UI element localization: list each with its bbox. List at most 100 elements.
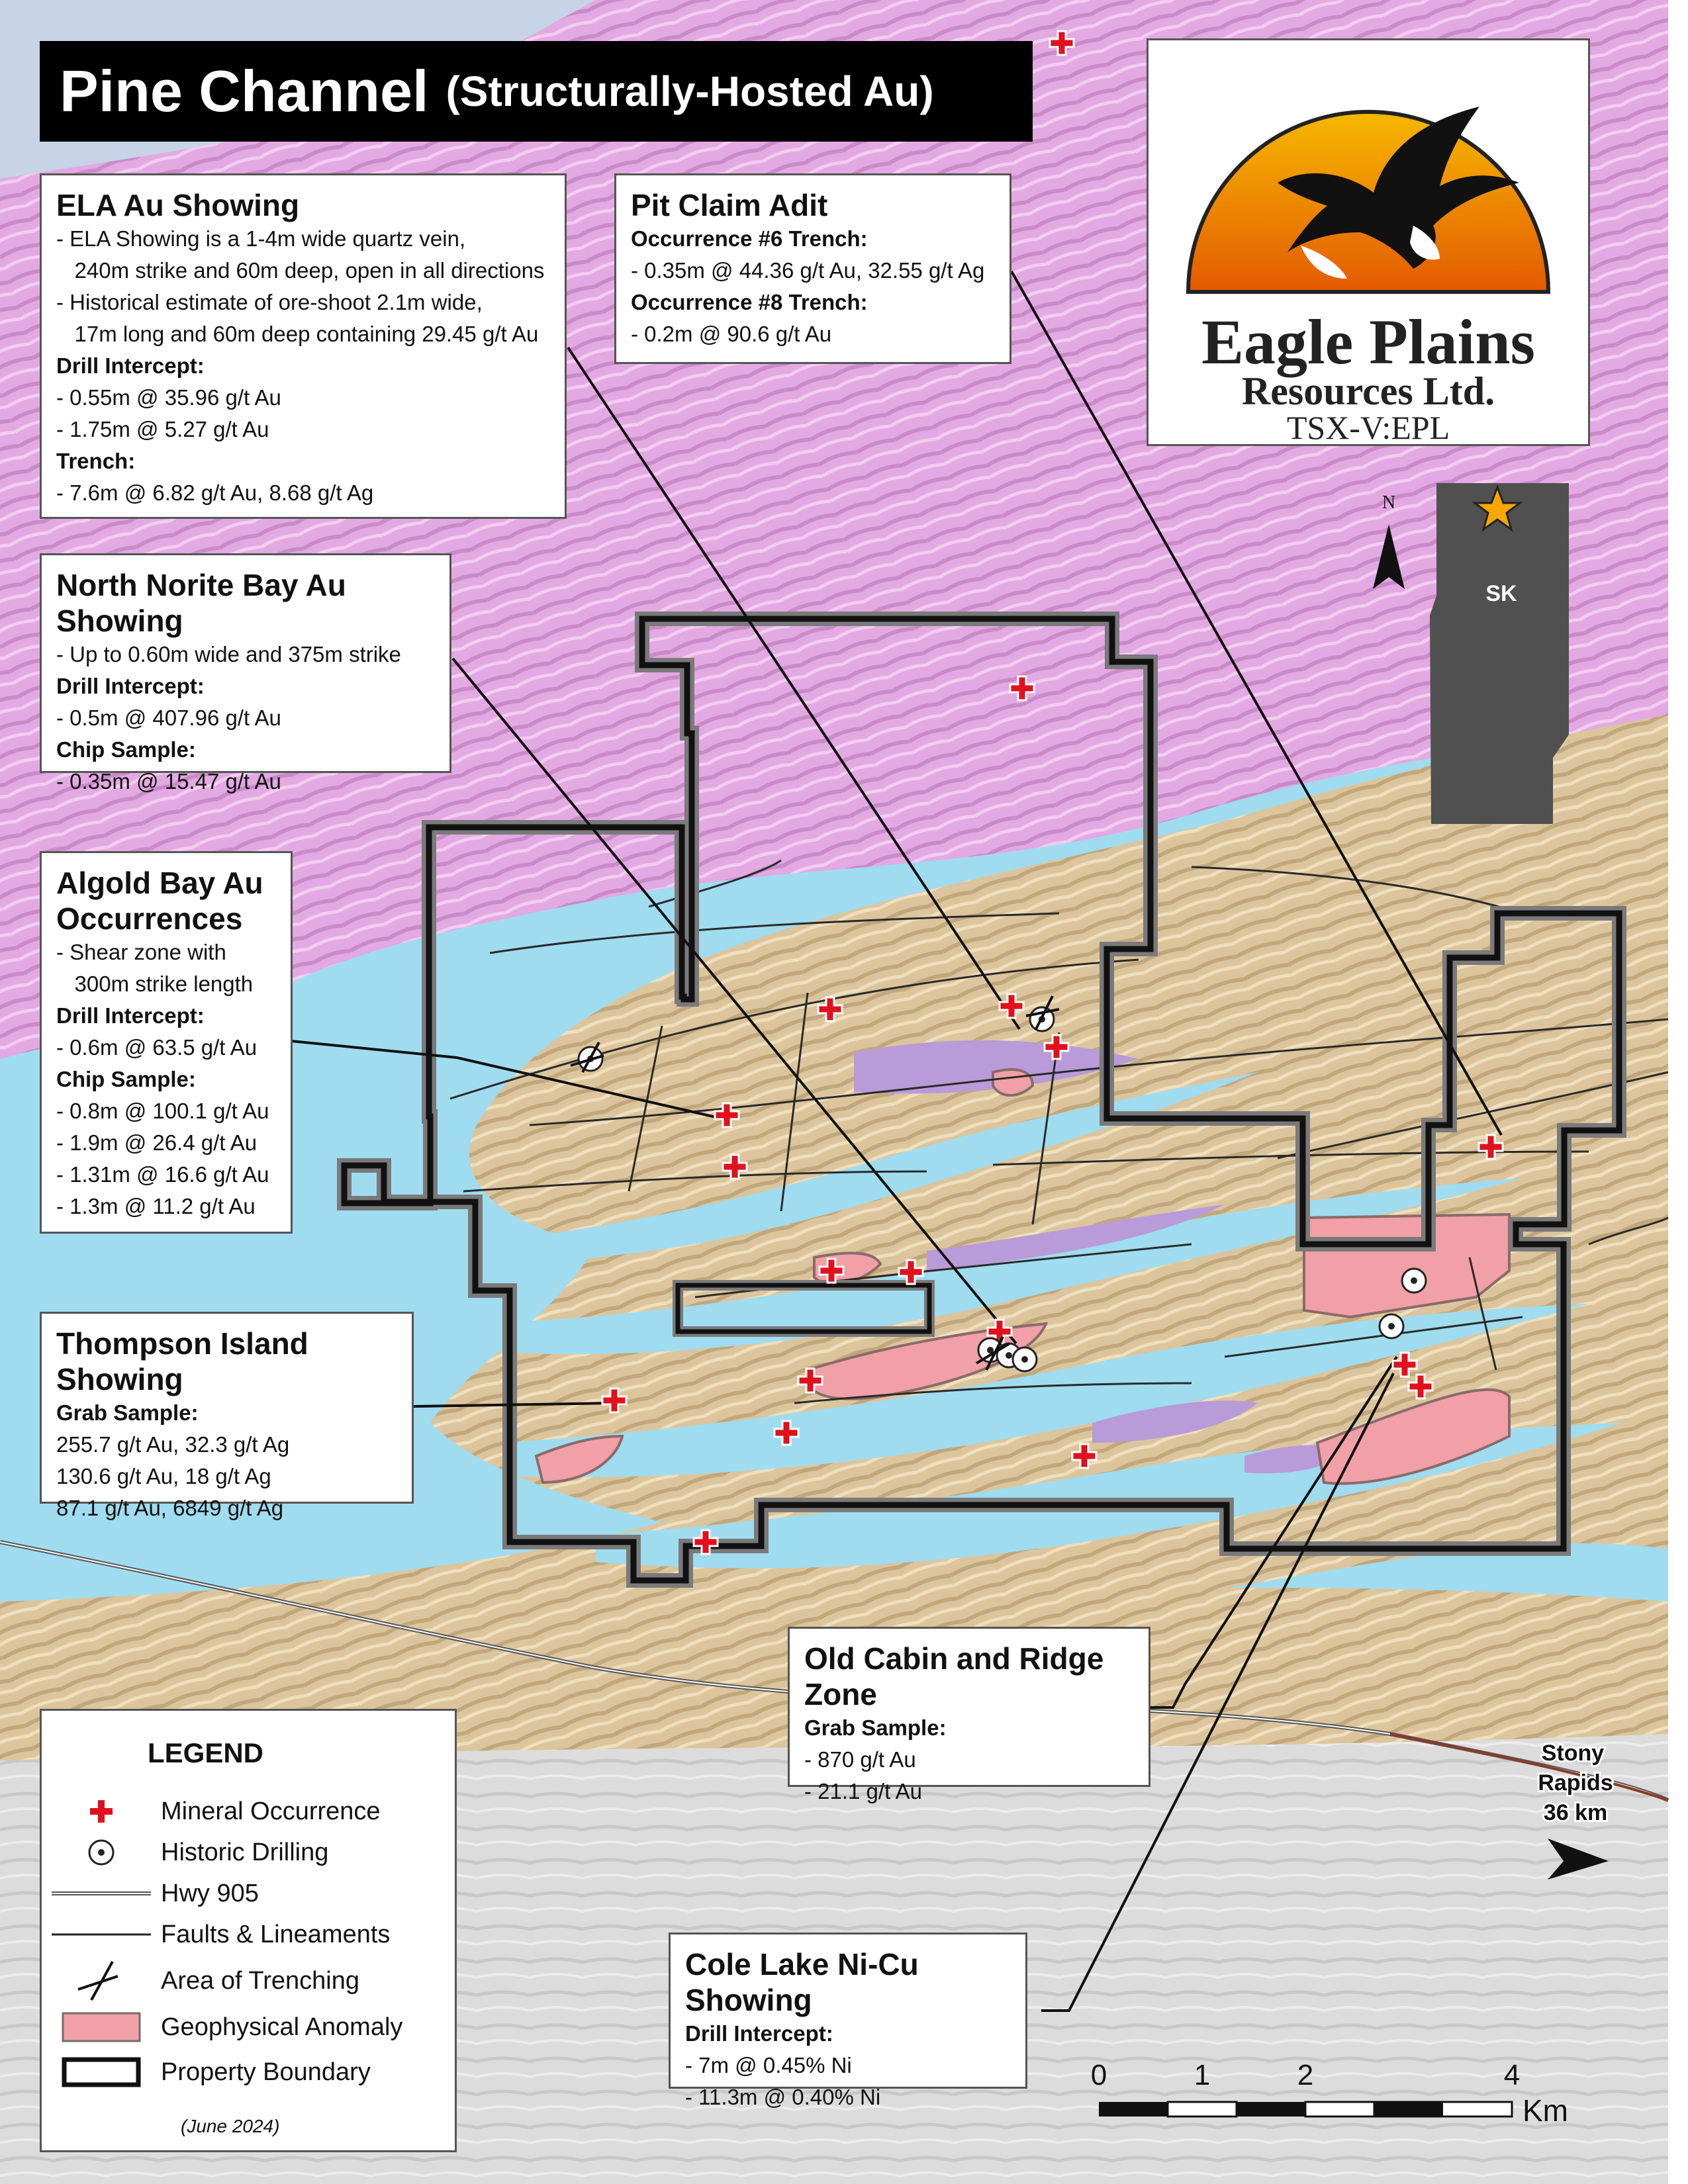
callout-line: - 7.6m @ 6.82 g/t Au, 8.68 g/t Ag bbox=[56, 480, 374, 505]
callout-subheading: Drill Intercept: bbox=[56, 1003, 205, 1028]
road-east bbox=[1389, 1733, 1669, 1801]
leader-lines bbox=[291, 271, 1503, 2012]
legend-label: Area of Trenching bbox=[161, 1966, 359, 1995]
logo-company-line1: Eagle Plains bbox=[1201, 306, 1535, 377]
drill-hole-icon bbox=[1011, 1346, 1038, 1373]
east-arrow-icon bbox=[1548, 1839, 1609, 1880]
callout-line: - 11.3m @ 0.40% Ni bbox=[685, 2085, 881, 2109]
mafic-lens-3 bbox=[1092, 1400, 1258, 1443]
legend-label: Geophysical Anomaly bbox=[161, 2013, 403, 2041]
callout-line: - Historical estimate of ore-shoot 2.1m … bbox=[56, 290, 483, 314]
occurrence-cross bbox=[1407, 1373, 1434, 1400]
boundary-swatch-icon bbox=[62, 2057, 141, 2087]
callout-line: 255.7 g/t Au, 32.3 g/t Ag bbox=[56, 1432, 290, 1457]
scale-unit: Km bbox=[1523, 2093, 1568, 2128]
occurrence-cross bbox=[1043, 1034, 1070, 1060]
callout-line: - 21.1 g/t Au bbox=[804, 1779, 922, 1803]
legend-date: (June 2024) bbox=[181, 2116, 280, 2136]
map-subtitle: (Structurally-Hosted Au) bbox=[445, 68, 934, 115]
callout-algold: Algold Bay Au Occurrences - Shear zone w… bbox=[40, 851, 293, 1234]
fault-line-icon bbox=[52, 1933, 151, 1936]
callout-line: 240m strike and 60m deep, open in all di… bbox=[56, 258, 545, 283]
occurrence-cross bbox=[998, 993, 1025, 1019]
callout-lines: Grab Sample:- 870 g/t Au- 21.1 g/t Au bbox=[804, 1712, 1134, 1807]
map-frame-right bbox=[1668, 0, 1688, 2184]
callout-ela: ELA Au Showing - ELA Showing is a 1-4m w… bbox=[40, 173, 567, 519]
callout-subheading: Chip Sample: bbox=[56, 737, 196, 762]
callout-line: 87.1 g/t Au, 6849 g/t Ag bbox=[56, 1496, 284, 1520]
callout-line: - 7m @ 0.45% Ni bbox=[685, 2053, 852, 2077]
callout-title: ELA Au Showing bbox=[56, 188, 300, 222]
map-legend: LEGEND Mineral Occurrence Historic Drill… bbox=[40, 1709, 457, 2152]
stony-rapids-label-1: Stony bbox=[1542, 1741, 1605, 1766]
logo-company-line2: Resources Ltd. bbox=[1242, 369, 1495, 413]
legend-item-anomaly: Geophysical Anomaly bbox=[42, 2007, 459, 2047]
trench-icon bbox=[77, 1961, 118, 2001]
scale-bar: 0 1 2 4 Km bbox=[1091, 2059, 1568, 2128]
callout-line: - 0.5m @ 407.96 g/t Au bbox=[56, 705, 281, 730]
occurrence-cross bbox=[898, 1259, 924, 1285]
red-cross-icon bbox=[89, 1799, 114, 1824]
mafic-lens-2 bbox=[927, 1205, 1225, 1271]
callout-subheading: Drill Intercept: bbox=[56, 674, 205, 698]
drill-hole-icon bbox=[1401, 1267, 1427, 1294]
mafic-lens-1 bbox=[854, 1040, 1139, 1094]
trenching-areas bbox=[570, 995, 1060, 1371]
mineral-occurrences bbox=[601, 30, 1504, 1555]
stony-rapids-distance: 36 km bbox=[1544, 1800, 1607, 1825]
legend-title: LEGEND bbox=[148, 1737, 264, 1768]
title-banner: Pine Channel (Structurally-Hosted Au) bbox=[40, 41, 1033, 142]
callout-subheading: Trench: bbox=[56, 449, 136, 473]
legend-item-trenching: Area of Trenching bbox=[42, 1961, 459, 2001]
callout-title-2: Occurrences bbox=[56, 901, 243, 936]
legend-label: Hwy 905 bbox=[161, 1879, 259, 1907]
highway-line-icon bbox=[52, 1891, 151, 1895]
callout-lines: - ELA Showing is a 1-4m wide quartz vein… bbox=[56, 223, 550, 509]
callout-subheading: Drill Intercept: bbox=[56, 353, 205, 378]
scale-tick-0: 0 bbox=[1091, 2059, 1107, 2091]
logo-ticker: TSX-V:EPL bbox=[1287, 409, 1450, 444]
callout-line: - 870 g/t Au bbox=[804, 1747, 916, 1772]
callout-line: - 0.2m @ 90.6 g/t Au bbox=[631, 322, 832, 346]
water-channel-2 bbox=[477, 1178, 1523, 1355]
callout-line: - 1.31m @ 16.6 g/t Au bbox=[56, 1162, 269, 1187]
callout-line: 300m strike length bbox=[56, 972, 254, 996]
legend-item-faults: Faults & Lineaments bbox=[42, 1915, 459, 1954]
occurrence-cross bbox=[1049, 30, 1075, 56]
callout-subheading: Drill Intercept: bbox=[685, 2021, 833, 2046]
callout-title: Cole Lake Ni-Cu Showing bbox=[685, 1947, 919, 2017]
scale-tick-1: 1 bbox=[1194, 2059, 1210, 2091]
callout-thompson: Thompson Island Showing Grab Sample:255.… bbox=[40, 1312, 414, 1520]
legend-label: Property Boundary bbox=[161, 2058, 371, 2086]
legend-label: Faults & Lineaments bbox=[161, 1920, 391, 1948]
province-label: SK bbox=[1485, 581, 1517, 606]
occurrence-cross bbox=[1391, 1351, 1418, 1378]
callout-cole-lake: Cole Lake Ni-Cu Showing Drill Intercept:… bbox=[669, 1933, 1027, 2109]
water-channel-1 bbox=[463, 1072, 1258, 1264]
map-title: Pine Channel bbox=[60, 58, 429, 124]
north-arrow: N bbox=[1373, 492, 1405, 589]
callout-line: - ELA Showing is a 1-4m wide quartz vein… bbox=[56, 226, 466, 251]
occurrence-cross bbox=[817, 996, 843, 1023]
occurrence-cross bbox=[692, 1529, 719, 1555]
legend-label: Mineral Occurrence bbox=[161, 1797, 381, 1825]
faults-lineaments bbox=[449, 859, 1669, 1404]
occurrence-cross bbox=[818, 1257, 845, 1284]
callout-title: Algold Bay Au bbox=[56, 866, 263, 900]
callout-line: - 0.8m @ 100.1 g/t Au bbox=[56, 1099, 269, 1123]
drill-hole-icon bbox=[1378, 1313, 1405, 1340]
star-icon bbox=[1472, 484, 1523, 532]
callout-line: - 0.6m @ 63.5 g/t Au bbox=[56, 1035, 258, 1060]
callout-old-cabin: Old Cabin and Ridge Zone Grab Sample:- 8… bbox=[788, 1627, 1150, 1803]
logo-graphic: Eagle Plains Resources Ltd. TSX-V:EPL bbox=[1186, 107, 1551, 446]
callout-pit-claim: Pit Claim Adit Occurrence #6 Trench:- 0.… bbox=[614, 173, 1011, 364]
callout-line: 17m long and 60m deep containing 29.45 g… bbox=[56, 322, 539, 346]
stony-rapids-label-2: Rapids bbox=[1538, 1770, 1613, 1796]
callout-line: - 1.9m @ 26.4 g/t Au bbox=[56, 1130, 258, 1155]
saskatchewan-inset bbox=[1430, 483, 1569, 824]
callout-north-norite: North Norite Bay Au Showing - Up to 0.60… bbox=[40, 553, 451, 794]
anomaly-swatch-icon bbox=[62, 2012, 141, 2042]
callout-line: - Up to 0.60m wide and 375m strike bbox=[56, 642, 401, 666]
